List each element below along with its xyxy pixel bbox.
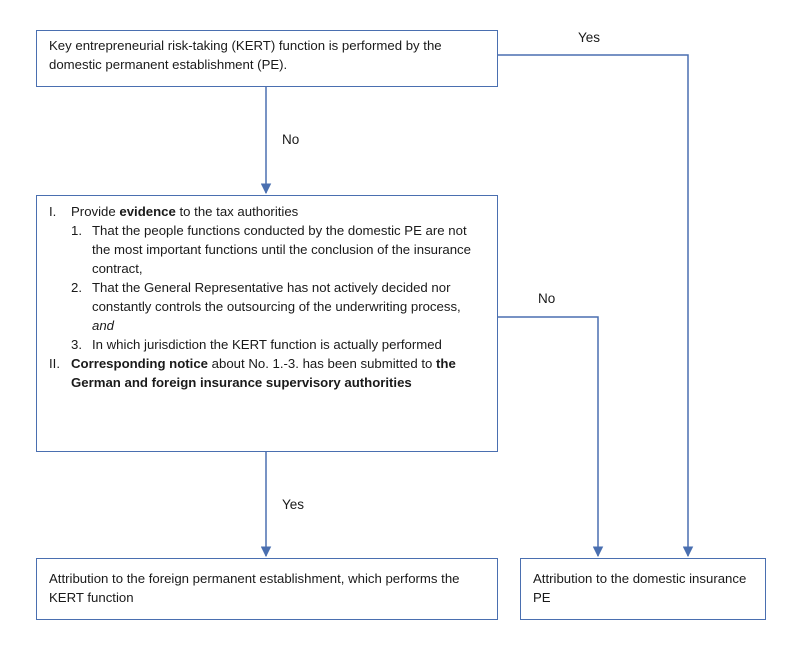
section-two: II. Corresponding notice about No. 1.-3.… [49, 354, 485, 392]
list-item-2: 2. That the General Representative has n… [49, 278, 485, 335]
edge-label-kert-yes: Yes [578, 30, 601, 45]
domestic-attribution-text: Attribution to the domestic insurance PE [533, 571, 747, 605]
list-item-3-number: 3. [71, 337, 82, 352]
section-two-number: II. [49, 356, 60, 371]
list-item-3: 3. In which jurisdiction the KERT functi… [49, 335, 485, 354]
kert-question-box: Key entrepreneurial risk-taking (KERT) f… [36, 30, 498, 87]
list-item-1-text: That the people functions conducted by t… [92, 223, 471, 276]
edge-label-evidence-no: No [538, 291, 556, 306]
list-item-2-number: 2. [71, 280, 82, 295]
list-item-2-text: That the General Representative has not … [92, 280, 461, 333]
foreign-attribution-box: Attribution to the foreign permanent est… [36, 558, 498, 620]
foreign-attribution-text: Attribution to the foreign permanent est… [49, 571, 460, 605]
edge-label-evidence-yes: Yes [282, 497, 305, 512]
evidence-conditions-box: I. Provide evidence to the tax authoriti… [36, 195, 498, 452]
section-one-number: I. [49, 204, 57, 219]
list-item-2-italic: and [92, 318, 115, 333]
kert-question-text: Key entrepreneurial risk-taking (KERT) f… [49, 38, 442, 72]
section-one: I. Provide evidence to the tax authoriti… [49, 202, 485, 221]
list-item-3-text: In which jurisdiction the KERT function … [92, 337, 442, 352]
evidence-emphasis: evidence [119, 204, 176, 219]
edge-kert-yes [498, 54, 694, 558]
edge-evidence-no [498, 316, 604, 558]
section-two-text: Corresponding notice about No. 1.-3. has… [71, 356, 456, 390]
domestic-attribution-box: Attribution to the domestic insurance PE [520, 558, 766, 620]
edge-label-kert-no: No [282, 132, 300, 147]
list-item-1: 1. That the people functions conducted b… [49, 221, 485, 278]
list-item-1-number: 1. [71, 223, 82, 238]
section-one-text: Provide evidence to the tax authorities [71, 204, 299, 219]
